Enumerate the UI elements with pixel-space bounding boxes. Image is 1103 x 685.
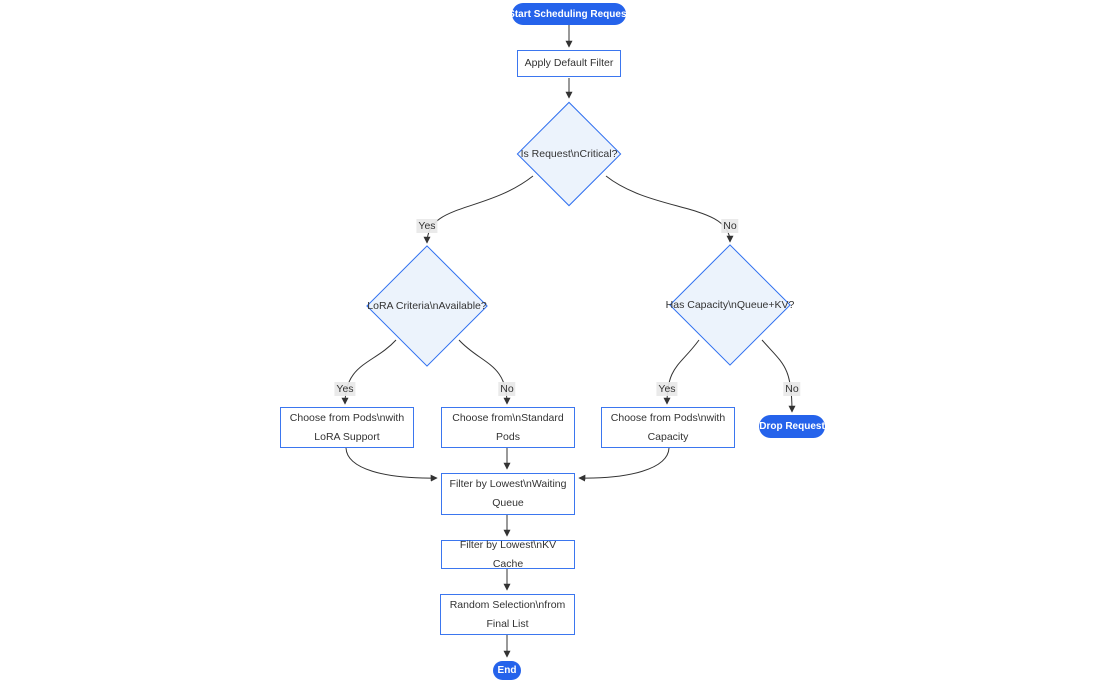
edge-label-capacity-yes: Yes — [656, 382, 678, 396]
node-start: Start Scheduling Request — [508, 3, 630, 25]
node-drop-request: Drop Request — [759, 415, 825, 438]
edge-critical-capacity-no — [605, 175, 734, 243]
node-choose-pods-lora-support: Choose from Pods\nwith LoRA Support — [280, 407, 414, 448]
diamond-label: LoRA Criteria\nAvailable? — [367, 300, 487, 312]
edge-chooselora-filterqueue — [345, 447, 438, 482]
edge-label-lora-yes: Yes — [334, 382, 356, 396]
node-apply-default-filter: Apply Default Filter — [517, 50, 621, 77]
edge-critical-lora-yes — [423, 175, 534, 244]
node-random-selection-final-list: Random Selection\nfrom Final List — [440, 594, 575, 635]
node-filter-lowest-waiting-queue: Filter by Lowest\nWaiting Queue — [441, 473, 575, 515]
edge-capacity-drop-no — [761, 339, 796, 413]
node-is-request-critical: Is Request\nCritical? — [516, 101, 622, 207]
node-has-capacity-queue-kv: Has Capacity\nQueue+KV? — [666, 244, 794, 366]
node-choose-standard-pods: Choose from\nStandard Pods — [441, 407, 575, 448]
node-filter-lowest-kv-cache: Filter by Lowest\nKV Cache — [441, 539, 575, 570]
edge-label-capacity-no: No — [783, 382, 801, 396]
edge-label-lora-no: No — [498, 382, 516, 396]
diamond-label: Has Capacity\nQueue+KV? — [665, 299, 795, 311]
node-end: End — [493, 661, 521, 680]
diamond-label: Is Request\nCritical? — [520, 148, 618, 160]
node-choose-pods-with-capacity: Choose from Pods\nwith Capacity — [601, 407, 735, 448]
edge-label-critical-no: No — [721, 219, 739, 233]
edge-label-critical-yes: Yes — [416, 219, 438, 233]
edge-choosecap-filterqueue — [578, 447, 670, 482]
node-lora-criteria-available: LoRA Criteria\nAvailable? — [366, 245, 488, 367]
